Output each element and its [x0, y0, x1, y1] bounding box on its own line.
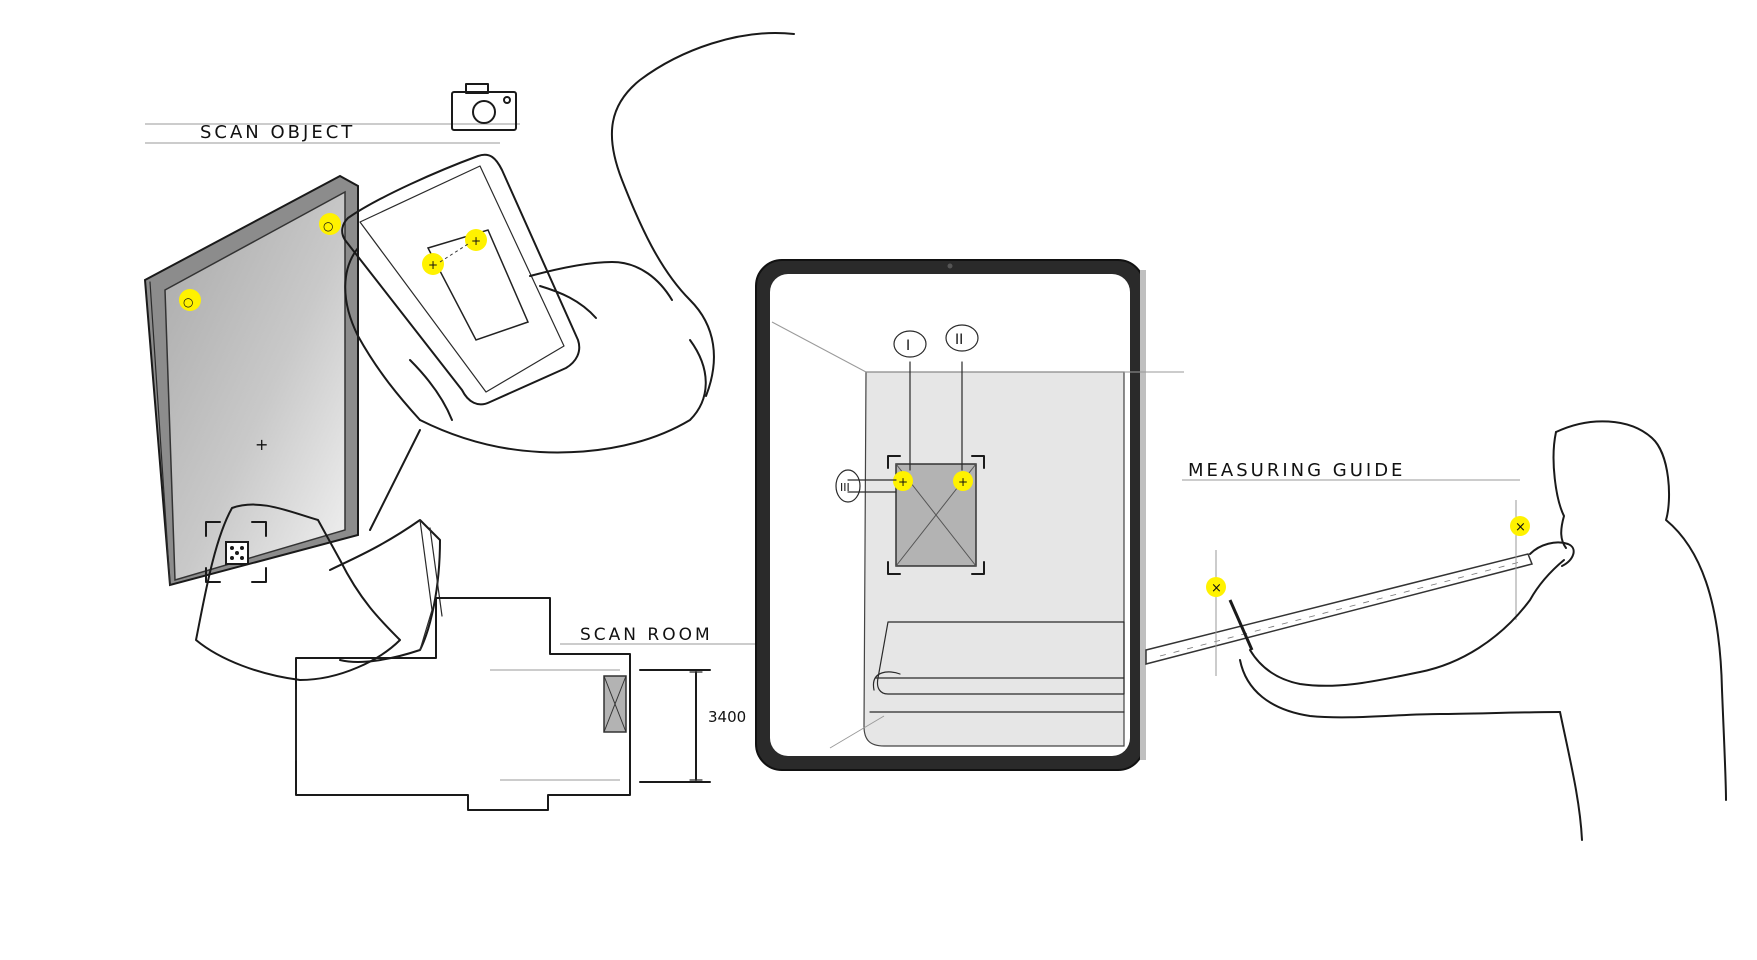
svg-text:+: +: [428, 258, 438, 272]
scan-object-section: SCAN OBJECT + ○ ○ + +: [143, 32, 795, 681]
svg-text:○: ○: [183, 295, 193, 309]
svg-text:+: +: [958, 475, 968, 489]
scan-object-label: SCAN OBJECT: [200, 122, 355, 143]
scan-room-label: SCAN ROOM: [580, 625, 713, 645]
target-marker-icon: [205, 521, 267, 583]
panel-marker-right: [319, 213, 341, 235]
callout-marker-1: I: [906, 338, 910, 354]
svg-text:+: +: [471, 234, 481, 248]
measuring-guide-section: MEASURING GUIDE × ×: [1145, 420, 1727, 841]
svg-text:○: ○: [323, 219, 333, 233]
svg-text:×: ×: [1211, 581, 1222, 596]
person-outline-right: [1555, 420, 1727, 801]
svg-text:+: +: [898, 475, 908, 489]
callout-marker-2: II: [955, 332, 963, 348]
person-outline-left: [610, 32, 795, 397]
ar-marker-left: [893, 471, 913, 491]
arm-outline: [369, 429, 421, 531]
measuring-guide-label: MEASURING GUIDE: [1188, 460, 1405, 481]
center-tablet: + + I II III: [755, 259, 1184, 771]
panel-marker-left: [179, 289, 201, 311]
pen: [1228, 599, 1254, 651]
handheld-tablet: + +: [341, 153, 707, 454]
measuring-tape: [1145, 553, 1534, 665]
floor-plan-outline: [295, 597, 631, 811]
svg-text:×: ×: [1515, 520, 1526, 535]
ar-marker-right: [953, 471, 973, 491]
scan-target-panel: +: [143, 174, 359, 587]
panel-center-mark: +: [255, 435, 268, 454]
callout-marker-3: III: [840, 481, 850, 494]
scan-book: [195, 503, 443, 681]
measure-marker-start: [1206, 577, 1226, 597]
measure-marker-end: [1510, 516, 1530, 536]
room-dimension: 3400: [708, 708, 746, 726]
scan-room-section: SCAN ROOM 3400: [295, 597, 830, 811]
camera-icon: [451, 83, 517, 131]
